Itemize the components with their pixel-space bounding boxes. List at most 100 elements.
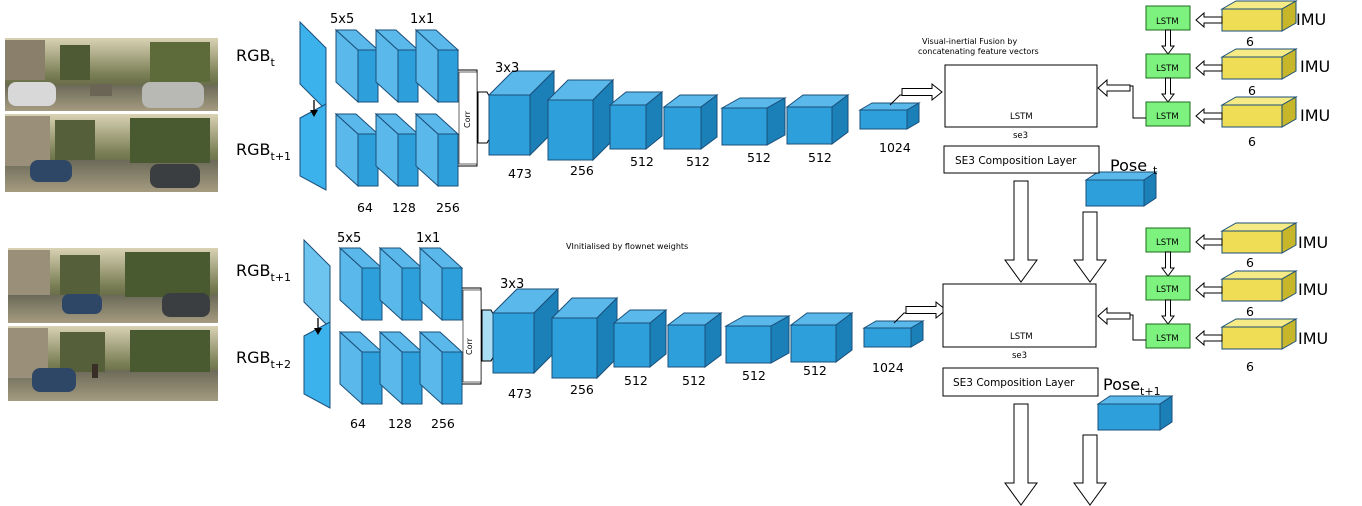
encoder-conv-block-front [437,133,459,187]
imu-label: IMU [1298,329,1328,348]
se3-down-arrow [1004,180,1038,283]
encoder-conv-block [374,28,420,104]
fusion-lstm-label: LSTM [1010,112,1033,122]
enc-channel-label: 64 [357,200,373,215]
rgb-t2-label: RGBt+2 [236,348,291,371]
imu-dim-label: 6 [1248,83,1256,98]
stage-channel-label: 473 [508,166,532,181]
kernel-3x3-label: 3x3 [500,277,524,292]
imu-lstm-box [1145,101,1191,127]
imu-lstm-box [1145,275,1191,301]
encoder-conv-block [418,246,464,322]
pose-block [1096,395,1174,431]
pose-t1-label: Poset+1 [1103,375,1161,398]
pipeline-block-front [790,324,837,363]
se3-composition-label: SE3 Composition Layer [953,377,1075,389]
imu-label: IMU [1300,106,1330,125]
encoder-conv-block-front [441,351,463,405]
imu-feature-block [1220,270,1298,302]
encoder-conv-block-front [397,133,419,187]
imu-lstm-label: LSTM [1156,17,1179,27]
se3-composition-label: SE3 Composition Layer [955,155,1077,167]
camera-frame-t1 [5,114,218,192]
imu-label: IMU [1298,233,1328,252]
imu-feature-block [1220,0,1298,32]
lstm-chain-arrow [1161,77,1175,103]
lstm-chain-arrow [1161,251,1175,277]
imu-feature-block-front [1221,8,1283,32]
corr-box [458,71,478,165]
pipeline-block-front [725,325,772,364]
fusion-lstm-box [944,64,1098,128]
imu-label: IMU [1300,57,1330,76]
imu-lstm-label: LSTM [1156,238,1179,248]
fusion-lstm-box [942,283,1097,348]
encoder-conv-block-front [401,351,423,405]
corr-label: Corr [465,337,474,355]
down-arrow-head [310,110,318,117]
imu-feature-block [1220,318,1298,350]
pose-block-front [1097,403,1161,431]
camera-frame-t1b [8,248,218,323]
pipeline-block-front [667,324,706,368]
pipeline-block-front [547,99,594,161]
encoder-conv-block [338,246,384,322]
pose-block-front [1085,179,1145,207]
lstm-chain-arrow [1161,299,1175,325]
imu-to-lstm-arrow [1195,281,1223,299]
pipeline-block [662,94,719,150]
lstm-chain-arrow [1161,29,1175,55]
pipeline-block [491,287,560,375]
pipeline-block [785,94,850,145]
encoder-conv-block-front [357,49,379,103]
imu-lstm-label: LSTM [1156,334,1179,344]
encoder-conv-block [374,112,420,188]
stage-channel-label: 512 [624,373,648,388]
enc-channel-label: 256 [431,416,455,431]
enc-channel-label: 256 [436,200,460,215]
se3-composition-box [943,145,1100,174]
imu-dim-label: 6 [1246,34,1254,49]
stage-channel-label: 1024 [872,360,904,375]
input-frame [299,103,327,191]
pipeline-block [612,308,668,369]
stage-channel-label: 473 [508,386,532,401]
imu-feature-block-front [1221,326,1283,350]
pipeline-block [862,320,925,348]
corr-label: Corr [463,110,472,128]
encoder-conv-block-front [357,133,379,187]
rgb-t-label: RGBt [236,46,276,69]
corr-box [462,289,482,383]
fusion-caption: concatenating feature vectors [918,47,1039,56]
pipeline-block [546,78,615,162]
pipeline-block-front [488,94,531,156]
stage-channel-label: 512 [747,150,771,165]
encoder-conv-block [378,246,424,322]
encoder-conv-block-front [441,267,463,321]
encoder-conv-block-front [361,267,383,321]
imu-to-lstm-arrow [1195,59,1223,77]
pipeline-block-front [609,104,647,150]
imu-lstm-box [1145,323,1191,349]
encoder-conv-block [378,330,424,406]
imu-feature-block [1220,48,1298,80]
imu-feature-block-front [1221,104,1283,128]
encoder-conv-block-front [401,267,423,321]
imu-label: IMU [1298,280,1328,299]
camera-frame-t [5,38,218,111]
pipeline-block [789,312,854,363]
pipeline-block [550,296,619,380]
kernel-5x5-label: 5x5 [330,12,354,27]
input-frame [303,321,331,409]
kernel-1x1-label: 1x1 [410,12,434,27]
encoder-conv-block [414,112,460,188]
imu-feature-block [1220,96,1298,128]
pipeline-block-front [786,106,833,145]
enc-channel-label: 64 [350,416,366,431]
imu-label: IMU [1296,10,1326,29]
encoder-conv-block [414,28,460,104]
imu-lstm-box [1145,227,1191,253]
imu-feature-block [1220,222,1298,254]
pipeline-block [608,90,664,151]
